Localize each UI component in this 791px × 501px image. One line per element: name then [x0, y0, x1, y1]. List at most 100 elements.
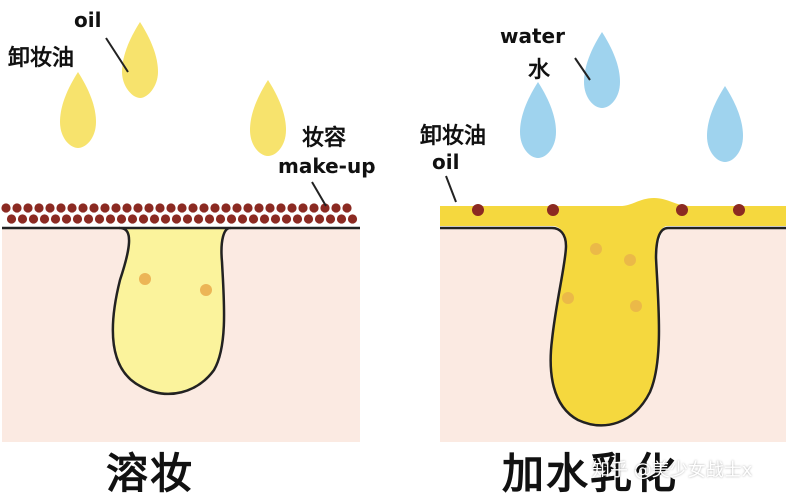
- makeup-dot: [243, 203, 253, 213]
- makeup-dot: [331, 203, 341, 213]
- makeup-dot: [325, 214, 336, 224]
- water-drop-icon: [520, 82, 556, 158]
- left-skin-section: [2, 226, 360, 442]
- makeup-dot: [127, 214, 138, 224]
- label-water-en: water: [500, 24, 565, 48]
- right-pore-dot: [590, 243, 602, 255]
- label-water-zh: 水: [528, 58, 551, 83]
- right-skin-section: [440, 198, 786, 442]
- leader-line-oil: [105, 37, 129, 73]
- makeup-dot: [56, 203, 66, 213]
- makeup-dot: [34, 203, 44, 213]
- makeup-dot: [309, 203, 319, 213]
- makeup-dot: [204, 214, 215, 224]
- makeup-dot: [259, 214, 270, 224]
- makeup-dot-floating: [676, 204, 688, 216]
- right-pore-outline: [440, 226, 786, 427]
- leader-line-makeup: [311, 181, 327, 207]
- leader-line-water: [574, 57, 591, 81]
- label-oil-zh-right: 卸妆油: [420, 124, 487, 149]
- right-pore-dot: [562, 292, 574, 304]
- oil-drop-icon: [60, 72, 96, 148]
- makeup-dot: [72, 214, 83, 224]
- makeup-dot: [1, 203, 11, 213]
- water-drop-icon: [584, 32, 620, 108]
- water-drop-icon: [707, 86, 743, 162]
- makeup-dot: [149, 214, 160, 224]
- right-pore-dot: [630, 300, 642, 312]
- makeup-dot: [116, 214, 127, 224]
- makeup-dot: [298, 203, 308, 213]
- makeup-dot: [232, 203, 242, 213]
- water-drops: [520, 32, 743, 162]
- makeup-dot: [254, 203, 264, 213]
- makeup-dot: [171, 214, 182, 224]
- makeup-dot-floating: [472, 204, 484, 216]
- makeup-dot-floating: [547, 204, 559, 216]
- makeup-dot: [314, 214, 325, 224]
- leader-line-oil-right: [445, 175, 457, 203]
- makeup-dot: [342, 203, 352, 213]
- makeup-dot: [67, 203, 77, 213]
- makeup-dot: [83, 214, 94, 224]
- caption-right: 加水乳化: [502, 449, 679, 498]
- makeup-dot: [89, 203, 99, 213]
- makeup-dot: [215, 214, 226, 224]
- makeup-dot: [265, 203, 275, 213]
- makeup-dot: [160, 214, 171, 224]
- makeup-dot: [28, 214, 39, 224]
- makeup-dot: [182, 214, 193, 224]
- makeup-dot: [50, 214, 61, 224]
- makeup-dot: [12, 203, 22, 213]
- makeup-dot: [105, 214, 116, 224]
- makeup-dot: [6, 214, 17, 224]
- label-oil-zh-left: 卸妆油: [8, 46, 75, 71]
- label-makeup-zh: 妆容: [302, 126, 347, 151]
- makeup-dot: [111, 203, 121, 213]
- makeup-dot: [61, 214, 72, 224]
- oil-drop-icon: [250, 80, 286, 156]
- label-oil-en-right: oil: [432, 150, 460, 174]
- makeup-dot: [177, 203, 187, 213]
- makeup-dot: [144, 203, 154, 213]
- makeup-dot: [270, 214, 281, 224]
- makeup-dot: [336, 214, 347, 224]
- left-pore-dot: [139, 273, 151, 285]
- watermark: 知乎 @美少女战士x: [592, 460, 753, 481]
- makeup-dot: [78, 203, 88, 213]
- makeup-dot: [45, 203, 55, 213]
- makeup-dot: [94, 214, 105, 224]
- left-pore: [111, 226, 232, 396]
- makeup-dot: [292, 214, 303, 224]
- makeup-dot: [39, 214, 50, 224]
- makeup-dot: [193, 214, 204, 224]
- makeup-dot: [248, 214, 259, 224]
- makeup-dot: [23, 203, 33, 213]
- left-pore-dot: [200, 284, 212, 296]
- makeup-dot: [138, 214, 149, 224]
- makeup-dot: [199, 203, 209, 213]
- oil-film: [440, 198, 786, 426]
- makeup-dot: [237, 214, 248, 224]
- makeup-dot-floating: [733, 204, 745, 216]
- makeup-dot: [133, 203, 143, 213]
- makeup-dot: [17, 214, 28, 224]
- makeup-layer: [1, 203, 358, 224]
- makeup-dot: [122, 203, 132, 213]
- left-oil-drops: [60, 22, 286, 156]
- makeup-dot: [100, 203, 110, 213]
- makeup-dot: [226, 214, 237, 224]
- right-pore-dot: [624, 254, 636, 266]
- label-oil-en-left: oil: [74, 8, 102, 32]
- makeup-dot: [210, 203, 220, 213]
- makeup-dot: [287, 203, 297, 213]
- makeup-dot: [166, 203, 176, 213]
- makeup-dot: [320, 203, 330, 213]
- makeup-dot: [221, 203, 231, 213]
- oil-drop-icon: [122, 22, 158, 98]
- makeup-dot: [281, 214, 292, 224]
- caption-left: 溶妆: [106, 449, 195, 498]
- makeup-dot: [155, 203, 165, 213]
- makeup-dot: [276, 203, 286, 213]
